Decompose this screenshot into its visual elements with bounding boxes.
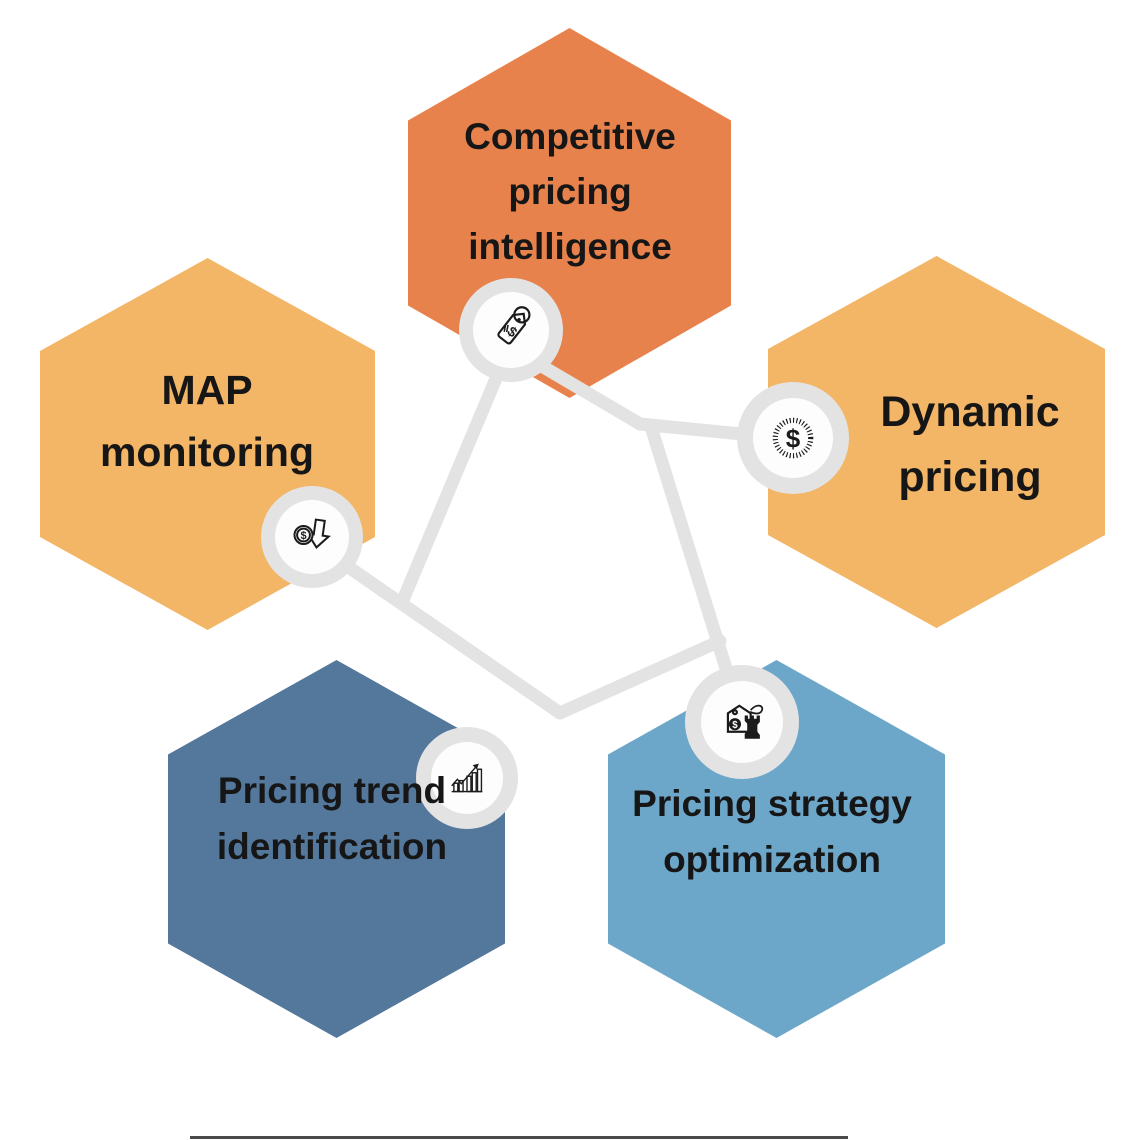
node-face: $ <box>275 500 349 574</box>
strategy-tag-rook-icon: $ <box>726 704 764 739</box>
price-drop-icon: $ <box>293 518 331 549</box>
node-face: $ <box>753 398 833 478</box>
node-competitive-pricing-intelligence: $ <box>459 278 563 382</box>
svg-text:$: $ <box>786 423 801 453</box>
bottom-divider <box>190 1136 848 1139</box>
connector-top-to-right <box>511 345 789 445</box>
trend-chart-icon <box>451 763 483 793</box>
dollar-burst-icon: $ <box>772 417 814 459</box>
node-face: $ <box>473 292 549 368</box>
price-tag-magnifier-icon: $ <box>497 306 531 345</box>
label-dynamic-pricing: Dynamic pricing <box>880 388 1060 501</box>
node-map-monitoring: $ <box>261 486 363 588</box>
svg-text:$: $ <box>732 720 738 731</box>
svg-text:$: $ <box>300 530 306 542</box>
label-competitive-pricing-intelligence: Competitive pricing intelligence <box>464 116 676 267</box>
connector-bottom-junction-to-bottom-right-line <box>553 634 727 720</box>
label-pricing-trend-identification: Pricing trend identification <box>216 770 448 867</box>
node-pricing-trend-identification <box>416 727 518 829</box>
node-face: $ <box>701 681 783 763</box>
node-dynamic-pricing: $ <box>737 382 849 494</box>
node-pricing-strategy-optimization: $ <box>685 665 799 779</box>
label-map-monitoring: MAP monitoring <box>99 367 315 475</box>
connector-top-to-left-branch <box>396 350 512 607</box>
connector-left-to-bottom-junction <box>311 539 567 720</box>
label-pricing-strategy-optimization: Pricing strategy optimization <box>632 783 912 880</box>
node-face <box>431 742 503 814</box>
